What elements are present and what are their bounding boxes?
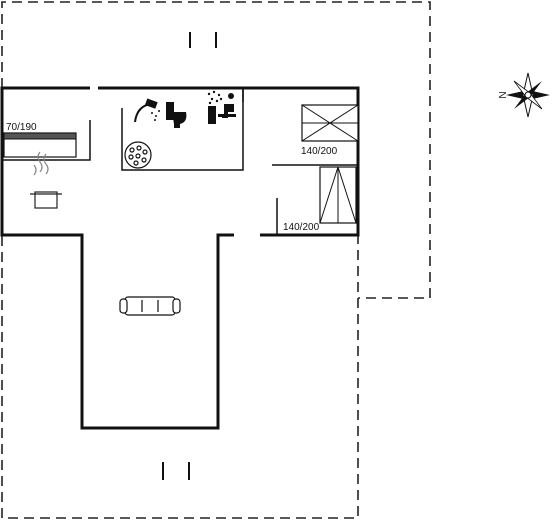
bed-size-single: 70/190	[6, 122, 37, 133]
sauna-icon	[207, 90, 236, 124]
compass-north-label: N	[496, 91, 507, 98]
bed-size-double-top: 140/200	[301, 146, 338, 157]
door-marks	[162, 32, 217, 480]
sofa-icon	[119, 296, 181, 316]
toilet-icon	[166, 102, 187, 128]
double-bed-top: 140/200	[301, 104, 359, 157]
single-bed: 70/190	[3, 122, 77, 158]
whirlpool-icon	[124, 141, 152, 169]
bed-size-double-bottom: 140/200	[283, 222, 320, 233]
double-bed-bottom: 140/200	[283, 166, 357, 233]
cooking-pot-icon	[30, 151, 62, 209]
terrace-outline	[1, 1, 431, 519]
interior-walls	[2, 88, 358, 235]
compass-rose-icon: N	[496, 72, 550, 118]
shower-icon	[134, 98, 160, 123]
exterior-walls	[0, 86, 360, 430]
